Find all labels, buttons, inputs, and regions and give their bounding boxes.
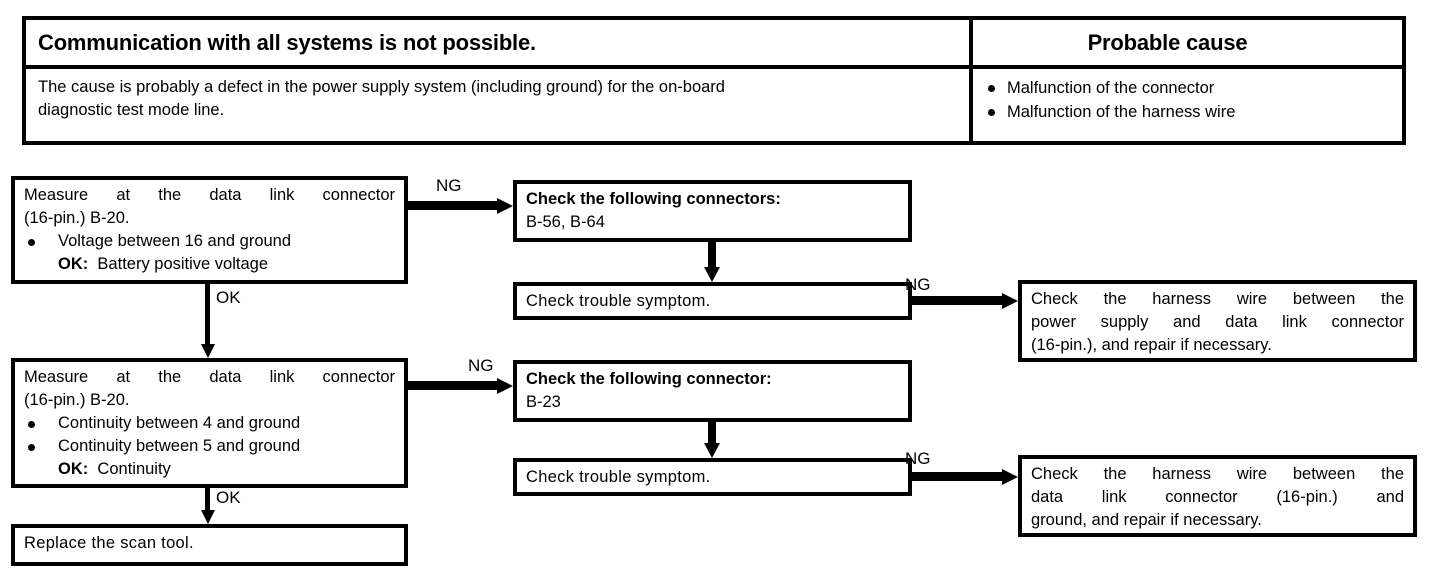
edge-label-ng-1: NG <box>436 176 462 195</box>
measure2-ok-value: Continuity <box>97 460 171 478</box>
probable-cause-list: Malfunction of the connector Malfunction… <box>985 76 1235 124</box>
header-title-row: Communication with all systems is not po… <box>26 20 1402 69</box>
arrow-measure2-to-replace <box>205 488 210 510</box>
harness1-line-3: (16-pin.), and repair if necessary. <box>1031 336 1272 354</box>
list-item: Malfunction of the harness wire <box>985 100 1235 124</box>
connectors2-heading: Check the following connector: <box>526 370 772 388</box>
arrow-connectors1-to-trouble1 <box>708 242 716 268</box>
connectors2-line-1: Check the following connector: <box>526 368 899 391</box>
measure1-ok-line: OK: Battery positive voltage <box>24 253 395 276</box>
flow-box-check-connector-2: Check the following connector: B-23 <box>513 360 912 422</box>
trouble2-line-1: Check trouble symptom. <box>526 468 711 486</box>
symptom-title: Communication with all systems is not po… <box>38 29 536 55</box>
edge-label-ok-2: OK <box>216 488 241 507</box>
header-body-row: The cause is probably a defect in the po… <box>26 69 1402 141</box>
arrow-measure2-to-connectors2 <box>408 381 498 390</box>
measure2-line-1: Measure at the data link connector <box>24 368 395 386</box>
connectors1-heading: Check the following connectors: <box>526 190 781 208</box>
harness1-line-1: Check the harness wire between the <box>1031 290 1404 308</box>
edge-label-ng-4: NG <box>905 449 931 468</box>
harness1-line-2: power supply and data link connector <box>1031 313 1404 331</box>
arrow-trouble2-to-harness2 <box>912 472 1003 481</box>
symptom-description: The cause is probably a defect in the po… <box>38 76 957 122</box>
probable-cause-cell: Malfunction of the connector Malfunction… <box>973 69 1402 141</box>
symptom-title-cell: Communication with all systems is not po… <box>26 20 973 65</box>
measure1-line-2: (16-pin.) B-20. <box>24 209 130 227</box>
measure2-ok-line: OK: Continuity <box>24 458 395 481</box>
harness2-line-2: data link connector (16-pin.) and <box>1031 488 1404 506</box>
flow-box-measure-continuity: Measure at the data link connector (16-p… <box>11 358 408 488</box>
measure1-ok-value: Battery positive voltage <box>97 255 269 273</box>
symptom-header-table: Communication with all systems is not po… <box>22 16 1406 145</box>
replace-line-1: Replace the scan tool. <box>24 534 194 552</box>
edge-label-ng-3: NG <box>905 275 931 294</box>
arrow-measure1-to-measure2 <box>205 284 210 344</box>
probable-cause-title: Probable cause <box>1087 29 1248 55</box>
measure1-bullet-1: Voltage between 16 and ground <box>24 230 395 253</box>
measure2-line-2: (16-pin.) B-20. <box>24 391 130 409</box>
arrow-measure1-to-connectors1 <box>408 201 498 210</box>
harness2-line-3: ground, and repair if necessary. <box>1031 511 1262 529</box>
symptom-description-line-2: diagnostic test mode line. <box>38 101 225 119</box>
flow-box-check-trouble-symptom-1: Check trouble symptom. <box>513 282 912 320</box>
symptom-description-line-1: The cause is probably a defect in the po… <box>38 78 725 96</box>
probable-cause-title-cell: Probable cause <box>973 20 1402 65</box>
measure2-bullet-1: Continuity between 4 and ground <box>24 412 395 435</box>
arrow-connectors2-to-trouble2 <box>708 422 716 444</box>
measure2-bullet-2: Continuity between 5 and ground <box>24 435 395 458</box>
list-item: Malfunction of the connector <box>985 76 1235 100</box>
symptom-description-cell: The cause is probably a defect in the po… <box>26 69 973 141</box>
flow-box-replace-scan-tool: Replace the scan tool. <box>11 524 408 566</box>
flow-box-check-trouble-symptom-2: Check trouble symptom. <box>513 458 912 496</box>
measure2-ok-label: OK: <box>58 460 89 478</box>
trouble1-line-1: Check trouble symptom. <box>526 292 711 310</box>
connectors1-line-2: B-56, B-64 <box>526 213 605 231</box>
edge-label-ok-1: OK <box>216 288 241 307</box>
harness2-line-1: Check the harness wire between the <box>1031 465 1404 483</box>
flow-box-harness-power-supply: Check the harness wire between the power… <box>1018 280 1417 362</box>
edge-label-ng-2: NG <box>468 356 494 375</box>
connectors2-line-2: B-23 <box>526 393 561 411</box>
measure1-ok-label: OK: <box>58 255 89 273</box>
arrow-trouble1-to-harness1 <box>912 296 1003 305</box>
flow-box-measure-voltage: Measure at the data link connector (16-p… <box>11 176 408 284</box>
connectors1-line-1: Check the following connectors: <box>526 188 899 211</box>
flow-box-harness-ground: Check the harness wire between the data … <box>1018 455 1417 537</box>
measure1-line-1: Measure at the data link connector <box>24 186 395 204</box>
flow-box-check-connectors-1: Check the following connectors: B-56, B-… <box>513 180 912 242</box>
